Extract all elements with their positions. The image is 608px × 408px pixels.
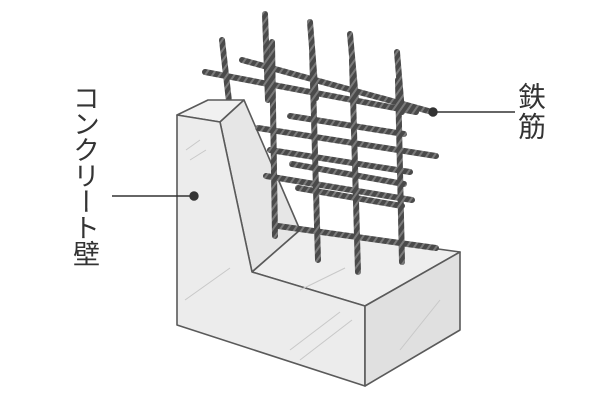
rebar-horizontal bbox=[295, 185, 405, 209]
rebar-vertical bbox=[262, 11, 271, 103]
leader-rebar-dot bbox=[428, 107, 438, 117]
rebar-front-group bbox=[255, 39, 439, 275]
rebar-horizontal bbox=[289, 161, 407, 187]
rebar-horizontal bbox=[255, 125, 439, 159]
concrete-wall-label: コンクリート壁 bbox=[68, 84, 99, 266]
surface-streaks bbox=[184, 139, 441, 361]
leader-concrete-wall-dot bbox=[189, 191, 199, 201]
footing-side-face bbox=[364, 251, 461, 387]
rebar-horizontal bbox=[287, 113, 407, 137]
rebar-horizontal bbox=[267, 147, 413, 175]
leader-lines bbox=[112, 107, 515, 201]
rebar-vertical bbox=[269, 39, 278, 239]
rebar-vertical bbox=[309, 45, 321, 263]
rebar-horizontal bbox=[275, 223, 439, 251]
rebar-label: 鉄筋 bbox=[514, 82, 547, 142]
rebar-horizontal bbox=[263, 173, 415, 203]
